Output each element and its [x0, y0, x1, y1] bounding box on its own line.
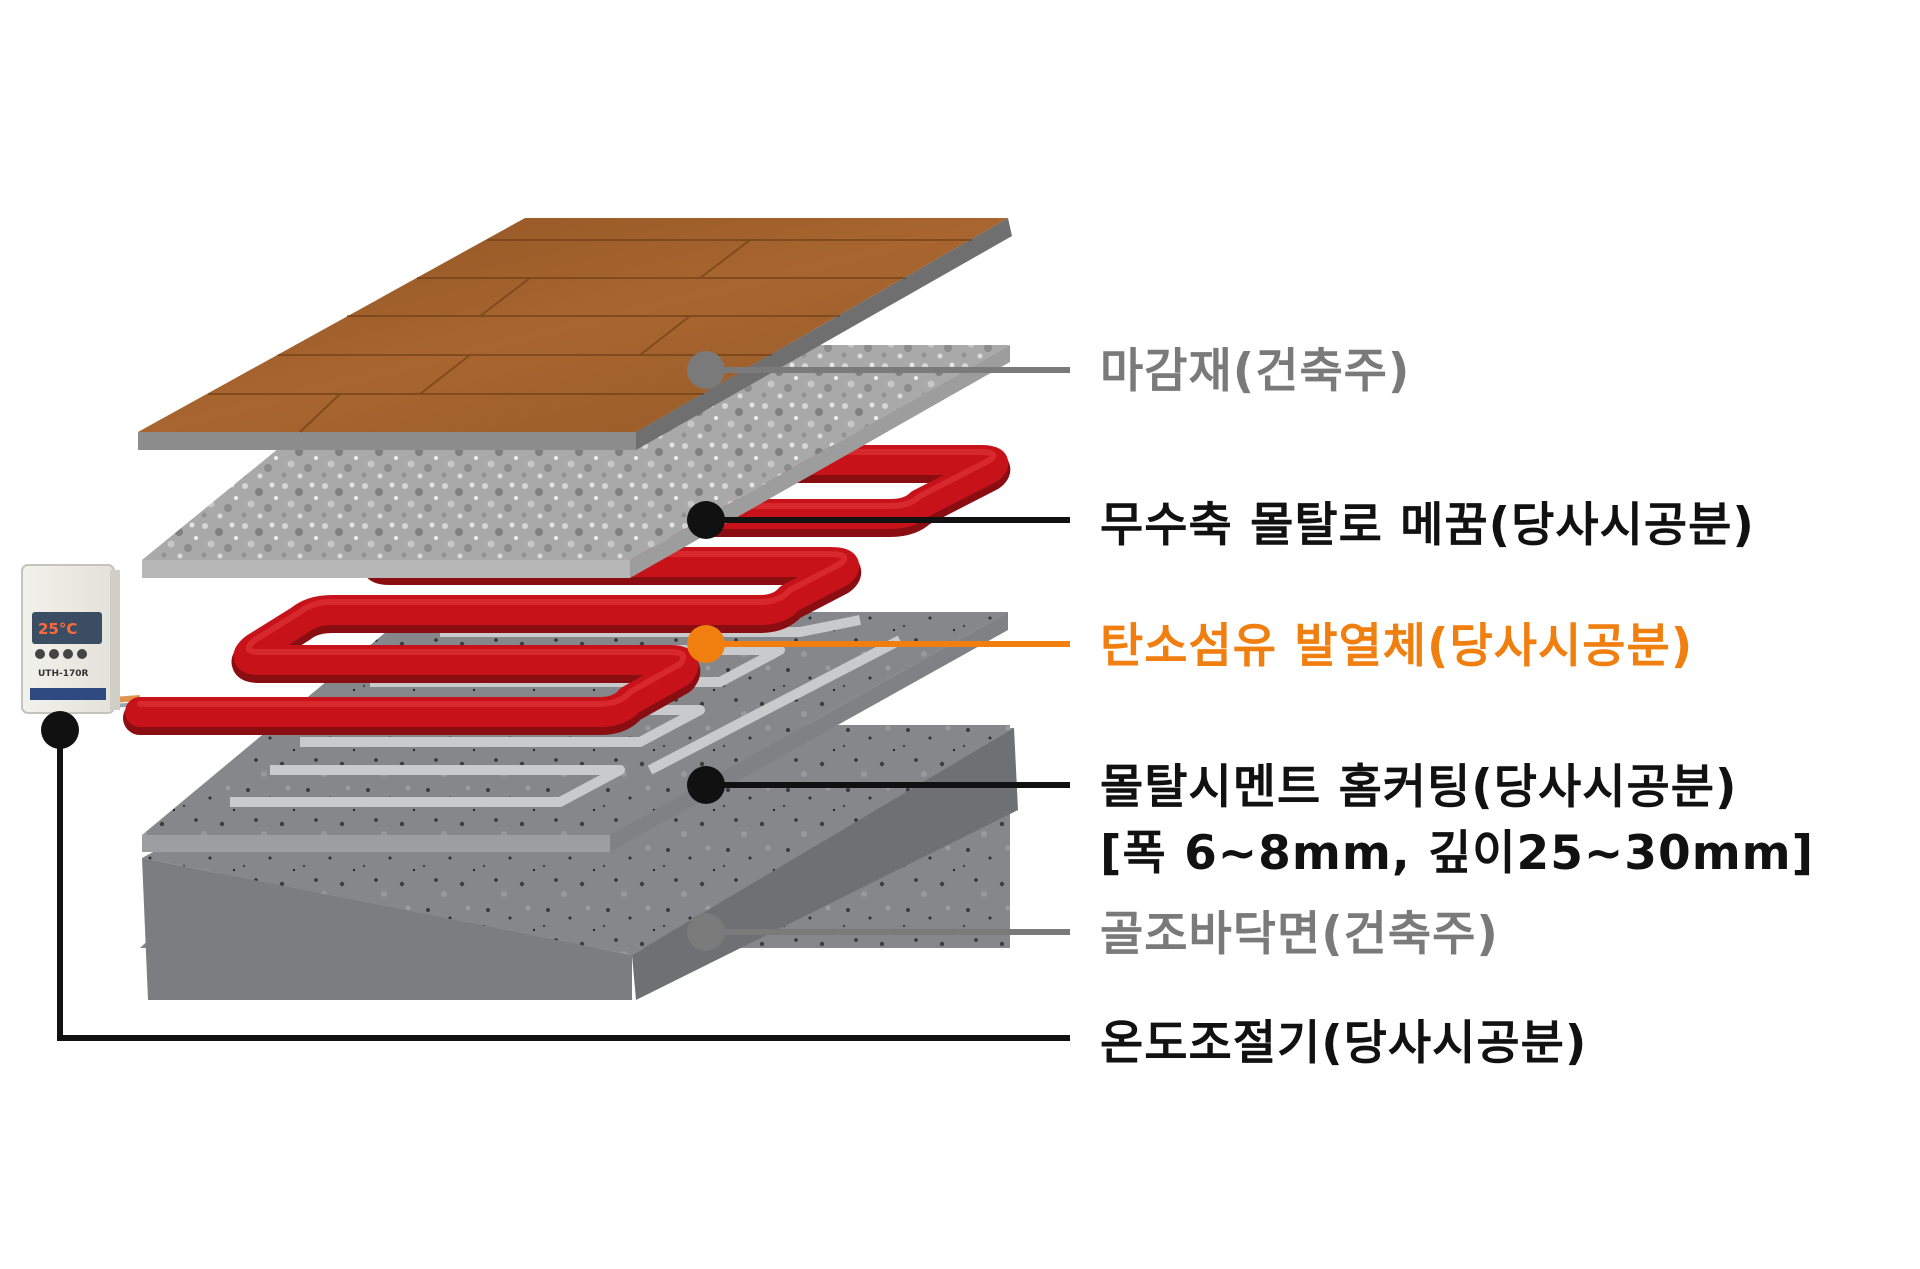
label-carbon-heater: 탄소섬유 발열체(당사시공분)	[1100, 619, 1694, 674]
leader-heater	[687, 625, 1070, 663]
leader-mortar-fill	[687, 501, 1070, 539]
label-finish-material: 마감재(건축주)	[1100, 344, 1411, 399]
label-thermostat: 온도조절기(당사시공분)	[1100, 1016, 1588, 1071]
thermostat-model: UTH-170R	[38, 669, 89, 679]
thermostat-display-reading: 25°C	[38, 620, 77, 638]
leader-base-floor	[687, 913, 1070, 951]
label-groove-cutting: 몰탈시멘트 홈커팅(당사시공분)	[1100, 760, 1738, 815]
label-mortar-fill: 무수축 몰탈로 메꿈(당사시공분)	[1100, 498, 1755, 553]
leader-finish	[687, 351, 1070, 389]
label-base-floor: 골조바닥면(건축주)	[1100, 907, 1499, 962]
thermostat-device: 25°C UTH-170R	[21, 564, 120, 714]
wood-finish-layer	[138, 218, 1012, 450]
leader-groove	[687, 766, 1070, 804]
label-groove-dimensions: [폭 6~8mm, 깊이25~30mm]	[1100, 826, 1815, 881]
leader-thermostat	[41, 711, 1070, 1041]
thermostat-display	[32, 612, 102, 644]
